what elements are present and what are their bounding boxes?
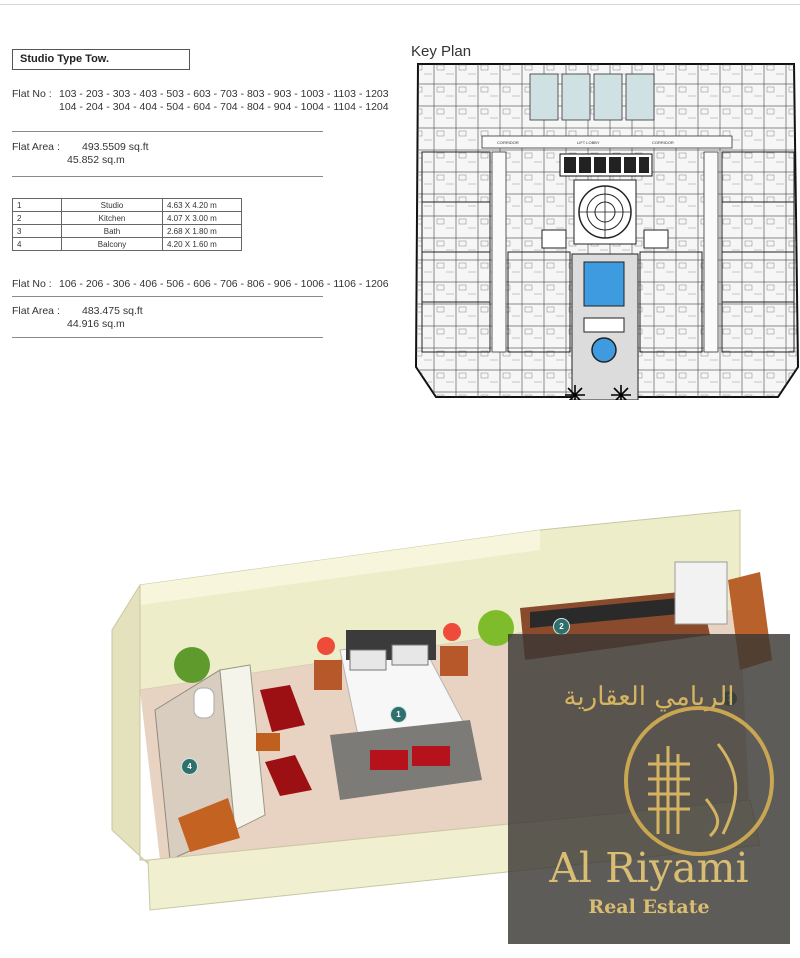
room-size: 4.07 X 3.00 m	[162, 211, 242, 225]
flat-area-sqm: 45.852 sq.m	[67, 154, 125, 166]
room-size: 4.63 X 4.20 m	[162, 198, 242, 212]
room-number: 1	[12, 198, 62, 212]
room-table: 1 Studio 4.63 X 4.20 m 2 Kitchen 4.07 X …	[12, 198, 242, 251]
key-plan-title: Key Plan	[411, 43, 472, 60]
unit-type-title: Studio Type Tow.	[12, 49, 190, 70]
watermark-logo: الريامي العقارية Al Riyami Real Estate	[508, 634, 790, 944]
top-divider	[0, 4, 800, 5]
room-marker-4: 4	[181, 758, 198, 775]
room-number: 2	[12, 211, 62, 225]
flat-no-line-1: 103 - 203 - 303 - 403 - 503 - 603 - 703 …	[59, 88, 389, 100]
divider	[12, 176, 323, 177]
room-marker-1: 1	[390, 706, 407, 723]
flat-area-sqft: 483.475 sq.ft	[82, 305, 143, 317]
logo-name: Al Riyami	[549, 844, 749, 892]
room-name: Bath	[61, 224, 163, 238]
flat-no-label: Flat No :	[12, 278, 52, 290]
room-size: 4.20 X 1.60 m	[162, 237, 242, 251]
room-number: 3	[12, 224, 62, 238]
room-number: 4	[12, 237, 62, 251]
flat-area-sqft: 493.5509 sq.ft	[82, 141, 149, 153]
logo-subtitle: Real Estate	[588, 896, 710, 918]
table-row: 4 Balcony 4.20 X 1.60 m	[12, 237, 242, 251]
room-name: Kitchen	[61, 211, 163, 225]
divider	[12, 131, 323, 132]
building-emblem-icon	[648, 743, 738, 838]
key-plan-drawing: LIFT LOBBY CORRIDOR CORRIDOR	[414, 63, 800, 400]
flat-area-sqm: 44.916 sq.m	[67, 318, 125, 330]
flat-area-label: Flat Area :	[12, 305, 60, 317]
room-name: Studio	[61, 198, 163, 212]
table-row: 2 Kitchen 4.07 X 3.00 m	[12, 211, 242, 225]
logo-emblem-icon	[624, 706, 774, 856]
divider	[12, 296, 323, 297]
corridor-label: CORRIDOR	[652, 140, 674, 145]
flat-no-line-3: 106 - 206 - 306 - 406 - 506 - 606 - 706 …	[59, 278, 389, 290]
flat-area-label: Flat Area :	[12, 141, 60, 153]
logo-arabic-text: الريامي العقارية	[563, 682, 735, 712]
flat-no-line-2: 104 - 204 - 304 - 404 - 504 - 604 - 704 …	[59, 101, 389, 113]
room-size: 2.68 X 1.80 m	[162, 224, 242, 238]
room-marker-2: 2	[553, 618, 570, 635]
lift-lobby-label: LIFT LOBBY	[577, 140, 600, 145]
room-name: Balcony	[61, 237, 163, 251]
corridor-label: CORRIDOR	[497, 140, 519, 145]
table-row: 1 Studio 4.63 X 4.20 m	[12, 198, 242, 212]
flat-no-label: Flat No :	[12, 88, 52, 100]
table-row: 3 Bath 2.68 X 1.80 m	[12, 224, 242, 238]
divider	[12, 337, 323, 338]
